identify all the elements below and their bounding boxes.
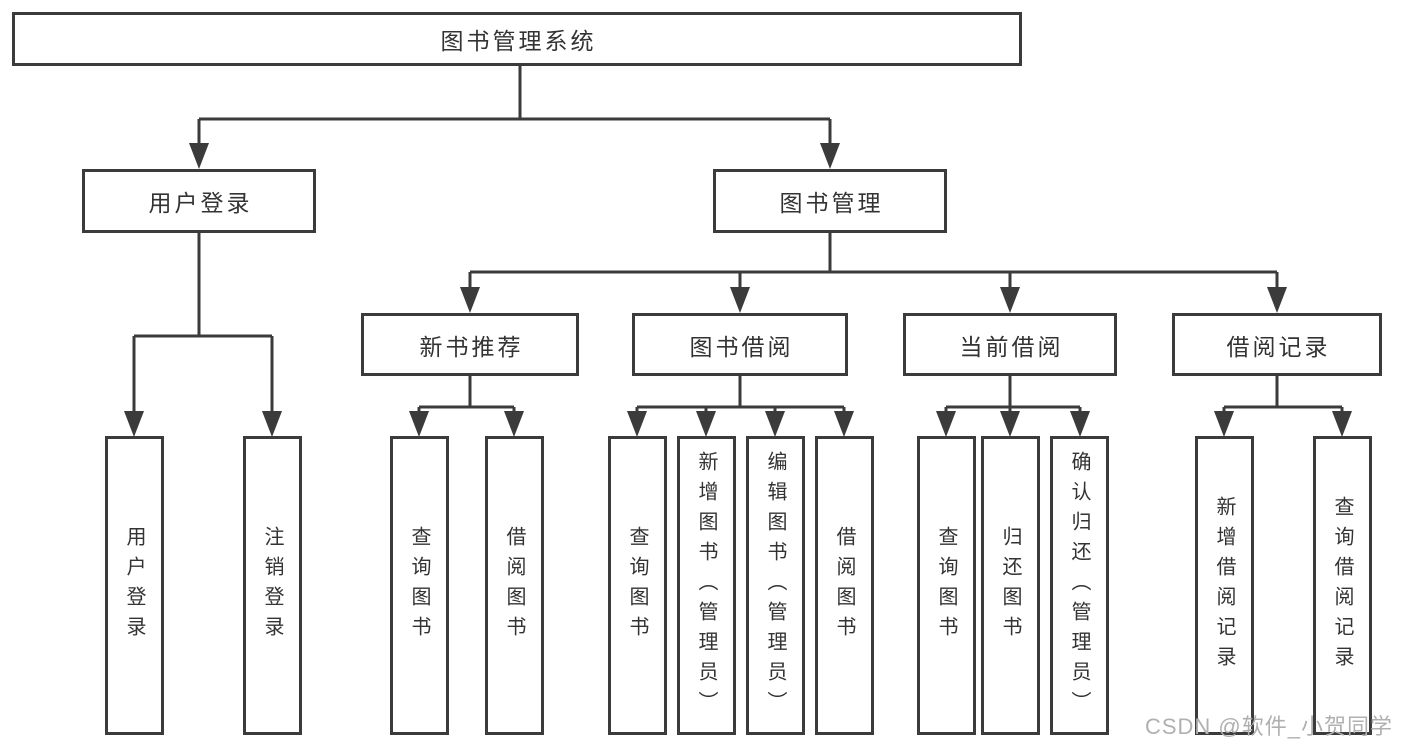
node-user-login: 用户登录 (82, 169, 316, 233)
leaf-query-book-2: 查询图书 (608, 436, 667, 735)
node-borrow-record: 借阅记录 (1172, 313, 1382, 376)
leaf-user-login-label: 用户登录 (123, 525, 145, 646)
leaf-edit-book-admin: 编辑图书（管理员） (746, 436, 805, 735)
leaf-return-book: 归还图书 (981, 436, 1040, 735)
connector-bookmgmt-to-level3 (468, 233, 1279, 290)
leaf-borrow-book-1: 借阅图书 (485, 436, 544, 735)
leaf-borrow-book-2: 借阅图书 (815, 436, 874, 735)
leaf-user-login: 用户登录 (105, 436, 164, 735)
arrowheads (124, 143, 1352, 437)
node-book-borrow: 图书借阅 (632, 313, 848, 376)
watermark: CSDN @软件_小贺同学 (1144, 714, 1393, 739)
node-borrow-record-label: 借阅记录 (1226, 333, 1331, 360)
leaf-query-book-2-label: 查询图书 (626, 525, 648, 646)
node-root-label: 图书管理系统 (440, 28, 597, 54)
leaf-add-book-admin: 新增图书（管理员） (677, 436, 736, 735)
node-book-management: 图书管理 (713, 169, 947, 233)
connector-borrow-fork (635, 376, 846, 414)
leaf-add-borrow-record: 新增借阅记录 (1195, 436, 1254, 735)
node-new-book-recommend: 新书推荐 (361, 313, 579, 376)
leaf-query-book-3: 查询图书 (917, 436, 976, 735)
leaf-query-borrow-record: 查询借阅记录 (1313, 436, 1372, 735)
node-book-management-label: 图书管理 (779, 190, 884, 216)
connector-userlogin-fork (132, 233, 274, 414)
connector-record-fork (1222, 376, 1344, 414)
leaf-edit-book-admin-label: 编辑图书（管理员） (764, 450, 786, 721)
node-root: 图书管理系统 (12, 12, 1022, 66)
node-current-borrow-label: 当前借阅 (959, 333, 1064, 360)
leaf-logout: 注销登录 (243, 436, 302, 735)
leaf-logout-label: 注销登录 (261, 525, 283, 646)
leaf-add-borrow-record-label: 新增借阅记录 (1213, 495, 1235, 676)
leaf-add-book-admin-label: 新增图书（管理员） (695, 450, 717, 721)
leaf-query-book-1-label: 查询图书 (408, 525, 430, 646)
node-current-borrow: 当前借阅 (903, 313, 1117, 376)
node-new-book-recommend-label: 新书推荐 (419, 333, 524, 360)
leaf-confirm-return-admin: 确认归还（管理员） (1050, 436, 1109, 735)
node-book-borrow-label: 图书借阅 (689, 333, 794, 360)
connector-newbook-fork (417, 376, 516, 414)
leaf-borrow-book-2-label: 借阅图书 (833, 525, 855, 646)
connector-current-fork (944, 376, 1082, 414)
leaf-return-book-label: 归还图书 (999, 525, 1021, 646)
leaf-query-book-1: 查询图书 (390, 436, 449, 735)
node-user-login-label: 用户登录 (148, 190, 253, 216)
leaf-query-borrow-record-label: 查询借阅记录 (1331, 495, 1353, 676)
leaf-confirm-return-admin-label: 确认归还（管理员） (1068, 450, 1090, 721)
connector-root-to-level2 (197, 66, 832, 146)
leaf-query-book-3-label: 查询图书 (935, 525, 957, 646)
leaf-borrow-book-1-label: 借阅图书 (503, 525, 525, 646)
